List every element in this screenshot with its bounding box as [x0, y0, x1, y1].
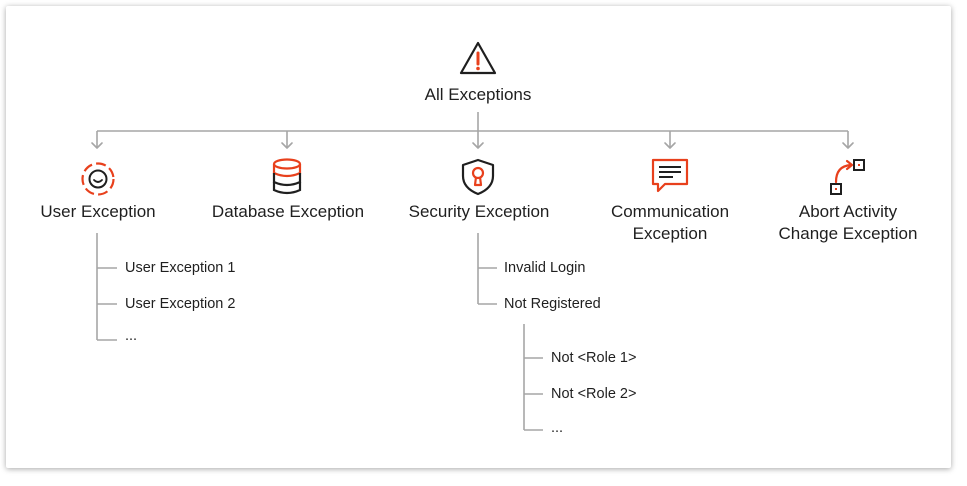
list-item: Not <Role 1>: [551, 350, 637, 366]
category-label: User Exception: [40, 202, 156, 221]
message-icon: [651, 158, 689, 193]
category-label: Security Exception: [408, 202, 550, 221]
list-item: ...: [551, 420, 564, 436]
list-item: User Exception 2: [125, 296, 236, 312]
list-item: Invalid Login: [504, 260, 586, 276]
list-item: Not <Role 2>: [551, 386, 637, 402]
category-label: Abort Activity Change Exception: [778, 202, 918, 243]
list-item: ...: [125, 328, 138, 344]
user-face-icon: [81, 162, 115, 196]
abort-path-icon: [830, 159, 865, 195]
list-item: Not Registered: [504, 296, 601, 312]
shield-lock-icon: [461, 158, 495, 196]
category-label: Database Exception: [211, 202, 365, 221]
list-item: User Exception 1: [125, 260, 236, 276]
warning-icon: [459, 41, 497, 75]
category-label: Communication Exception: [610, 202, 730, 243]
root-label: All Exceptions: [424, 85, 532, 104]
database-icon: [272, 158, 302, 195]
